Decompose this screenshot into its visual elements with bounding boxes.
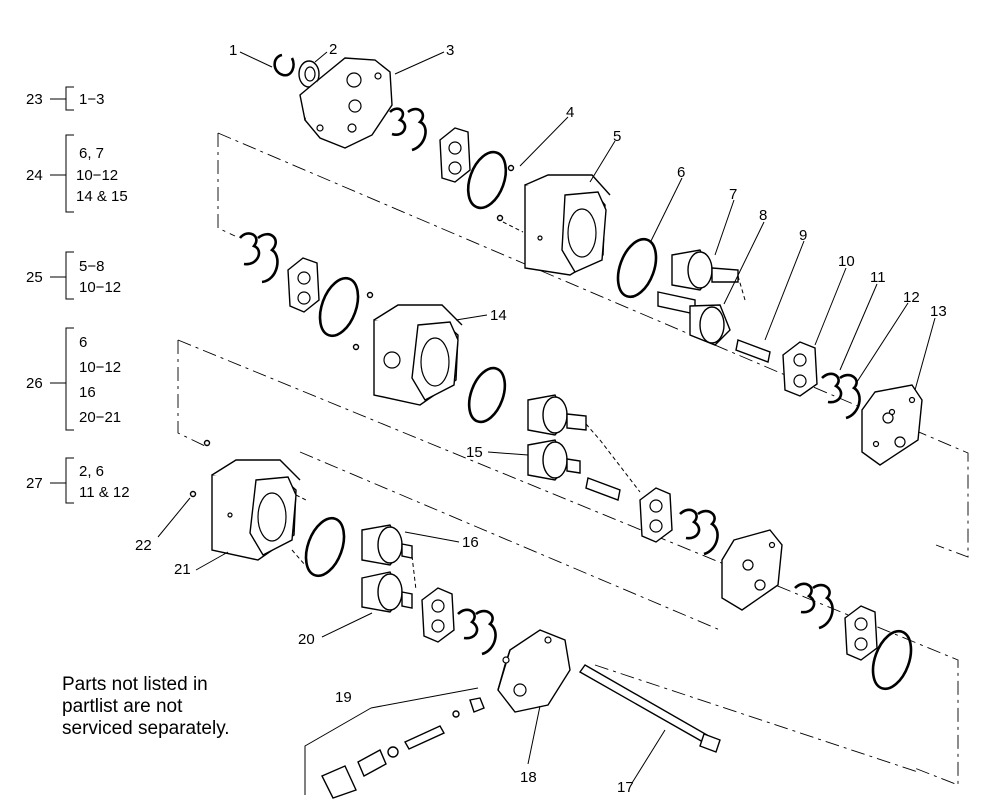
- callout-22: 22: [135, 537, 152, 554]
- callout-12: 12: [903, 289, 920, 306]
- section-2-dowel-pins: [352, 291, 374, 351]
- note-line-2: partlist are not: [62, 696, 183, 717]
- part-21-gear-housing: [211, 459, 307, 566]
- callout-13: 13: [930, 303, 947, 320]
- part-8-shaft-gear: [657, 291, 731, 346]
- note-line-1: Parts not listed in: [62, 674, 208, 695]
- kit-26: 26 6 10−12 16 20−21: [26, 327, 121, 431]
- part-17-through-bolt: [578, 664, 721, 753]
- part-1-snap-ring: [273, 53, 295, 77]
- section-1-wear-plate: [439, 127, 471, 183]
- part-12-seal: [839, 373, 861, 420]
- kit-26-line-1: 6: [79, 334, 87, 351]
- callout-4: 4: [566, 104, 574, 121]
- part-15-gears: [527, 394, 641, 501]
- part-19-relief-valve: [321, 697, 485, 799]
- section-2-o-ring-b: [467, 366, 507, 424]
- callout-21: 21: [174, 561, 191, 578]
- callout-5: 5: [613, 128, 621, 145]
- callout-11: 11: [870, 269, 886, 286]
- note: Parts not listed in partlist are not ser…: [62, 674, 230, 739]
- section-2-o-ring: [318, 276, 360, 338]
- assembly-axis-lines: [177, 132, 969, 786]
- part-5-gear-housing: [524, 174, 611, 276]
- kit-26-number: 26: [26, 375, 43, 392]
- section-3-rear-seals: [794, 582, 834, 630]
- section-3-rear-wear-plate: [844, 605, 878, 661]
- part-14-gear-housing: [373, 304, 463, 406]
- section-3-wear-plate: [421, 587, 455, 643]
- kit-25: 25 5−8 10−12: [26, 251, 121, 300]
- callout-18: 18: [520, 769, 537, 786]
- note-line-3: serviced separately.: [62, 718, 230, 739]
- part-22-dowel-pins: [189, 439, 211, 498]
- callout-14: 14: [490, 307, 507, 324]
- callout-20: 20: [298, 631, 315, 648]
- section-2-wear-plate: [287, 257, 320, 313]
- callout-15: 15: [466, 444, 483, 461]
- kit-23: 23 1−3: [26, 86, 104, 111]
- kit-24-line-2: 10−12: [76, 167, 118, 184]
- callout-17: 17: [617, 779, 634, 796]
- kit-27-number: 27: [26, 475, 43, 492]
- kit-26-line-3: 16: [79, 384, 96, 401]
- kit-27: 27 2, 6 11 & 12: [26, 457, 130, 504]
- kit-25-line-2: 10−12: [79, 279, 121, 296]
- callout-7: 7: [729, 186, 737, 203]
- kit-27-line-2: 11 & 12: [79, 484, 130, 501]
- part-16-gear: [361, 524, 417, 591]
- section-2-rear-wear-plate: [639, 487, 673, 543]
- callout-2: 2: [329, 41, 337, 58]
- section-3-rear-o-ring: [871, 629, 913, 691]
- kit-27-line-1: 2, 6: [79, 463, 104, 480]
- callout-9: 9: [799, 227, 807, 244]
- leader-lines: [157, 51, 936, 795]
- callout-10: 10: [838, 253, 855, 270]
- callout-16: 16: [462, 534, 479, 551]
- kit-24: 24 6, 7 10−12 14 & 15: [26, 134, 128, 213]
- kit-23-line-1: 1−3: [79, 91, 104, 108]
- part-13-back-plate: [861, 384, 923, 466]
- section-2-adapter-plate: [721, 529, 783, 611]
- part-3-front-cover: [299, 57, 393, 149]
- section-2-rear-seals: [679, 508, 719, 556]
- part-20-gear: [361, 571, 413, 613]
- section-3-o-ring: [304, 516, 346, 578]
- section-1-o-ring: [466, 150, 508, 210]
- kit-25-line-1: 5−8: [79, 258, 104, 275]
- section-3-seals: [457, 608, 497, 656]
- part-18-rear-cover: [497, 629, 571, 713]
- part-6-o-ring: [616, 237, 658, 299]
- kit-24-number: 24: [26, 167, 43, 184]
- part-10-wear-plate: [782, 341, 818, 397]
- kit-24-line-3: 14 & 15: [76, 188, 128, 205]
- callout-1: 1: [229, 42, 237, 59]
- part-7-drive-gear: [671, 249, 746, 301]
- callout-19: 19: [335, 689, 352, 706]
- kit-26-line-4: 20−21: [79, 409, 121, 426]
- kit-24-line-1: 6, 7: [79, 145, 104, 162]
- kit-23-number: 23: [26, 91, 43, 108]
- kit-25-number: 25: [26, 269, 43, 286]
- kit-26-line-2: 10−12: [79, 359, 121, 376]
- section-2-seals: [238, 232, 279, 284]
- part-11-seal: [821, 372, 843, 404]
- kit-list: 23 1−3 24 6, 7 10−12 14 & 15 25 5−8 10−1…: [26, 86, 130, 504]
- part-4-dowel-pins: [496, 164, 524, 233]
- part-2-seal: [298, 60, 320, 88]
- callout-numbers: 1 2 3 4 5 6 7 8 9 10 11 12 13 14 15 16 1…: [135, 41, 947, 796]
- part-9-spring: [735, 339, 771, 363]
- section-1-seals: [389, 107, 427, 152]
- callout-8: 8: [759, 207, 767, 224]
- callout-3: 3: [446, 42, 454, 59]
- callout-6: 6: [677, 164, 685, 181]
